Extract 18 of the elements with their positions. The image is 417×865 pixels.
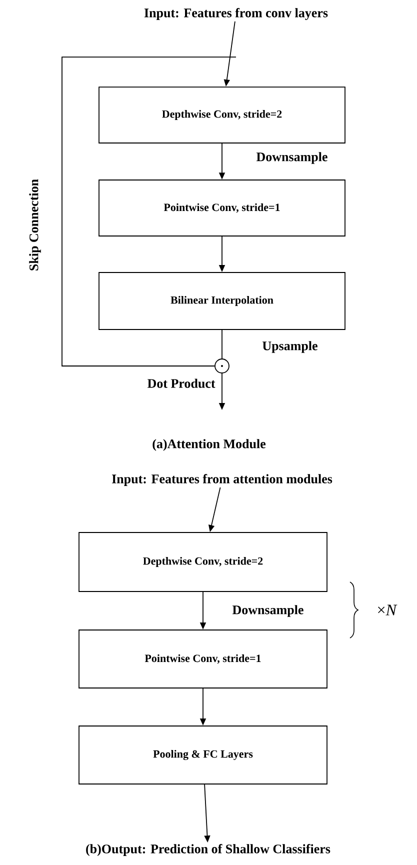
edge-label: Downsample bbox=[256, 152, 328, 164]
connector-line bbox=[62, 56, 236, 366]
process-box: Depthwise Conv, stride=2 bbox=[78, 532, 328, 592]
heading-text: Input: Features from conv layers bbox=[144, 8, 328, 20]
edge-label: Upsample bbox=[262, 341, 318, 353]
node-caption: Dot Product bbox=[148, 378, 216, 388]
edge-label: Skip Connection bbox=[29, 179, 41, 270]
process-box: Bilinear Interpolation bbox=[98, 272, 346, 330]
edge-label: Downsample bbox=[232, 605, 304, 617]
heading-text: (b)Output: Prediction of Shallow Classifiers bbox=[86, 844, 330, 856]
subfigure-caption: (a)Attention Module bbox=[152, 439, 266, 451]
process-box: Pointwise Conv, stride=1 bbox=[78, 630, 328, 688]
heading-text: Input: Features from attention modules bbox=[112, 474, 332, 486]
process-box: Depthwise Conv, stride=2 bbox=[98, 86, 346, 144]
dot-product-symbol bbox=[214, 358, 230, 374]
process-box: Pointwise Conv, stride=1 bbox=[98, 180, 346, 236]
process-box: Pooling & FC Layers bbox=[78, 726, 328, 784]
repeat-count: ×N bbox=[378, 604, 398, 616]
